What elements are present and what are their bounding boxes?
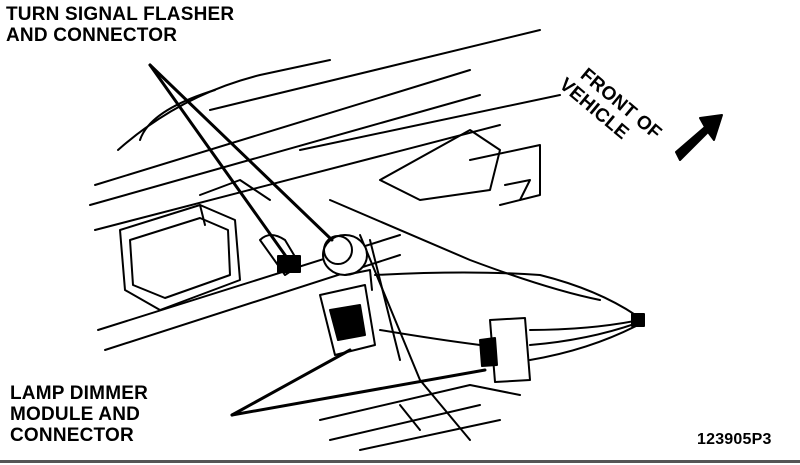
label-line: MODULE AND — [10, 404, 141, 425]
dash-structure — [89, 29, 601, 451]
turn-signal-flasher — [259, 234, 368, 276]
label-line: TURN SIGNAL FLASHER — [6, 4, 235, 25]
figure-code: 123905P3 — [697, 431, 772, 448]
vent-box — [119, 204, 241, 311]
label-line: LAMP DIMMER — [10, 383, 149, 404]
dimmer-connector — [374, 271, 645, 383]
lamp-dimmer-module — [319, 269, 376, 356]
lamp-dimmer-module-label: LAMP DIMMER MODULE AND CONNECTOR — [10, 383, 148, 446]
leader-lines — [148, 63, 487, 417]
turn-signal-flasher-label: TURN SIGNAL FLASHER AND CONNECTOR — [6, 4, 234, 46]
label-line: CONNECTOR — [10, 425, 134, 446]
front-of-vehicle-arrow-icon — [675, 114, 723, 161]
label-line: AND CONNECTOR — [6, 25, 178, 46]
bottom-rule — [0, 460, 800, 463]
